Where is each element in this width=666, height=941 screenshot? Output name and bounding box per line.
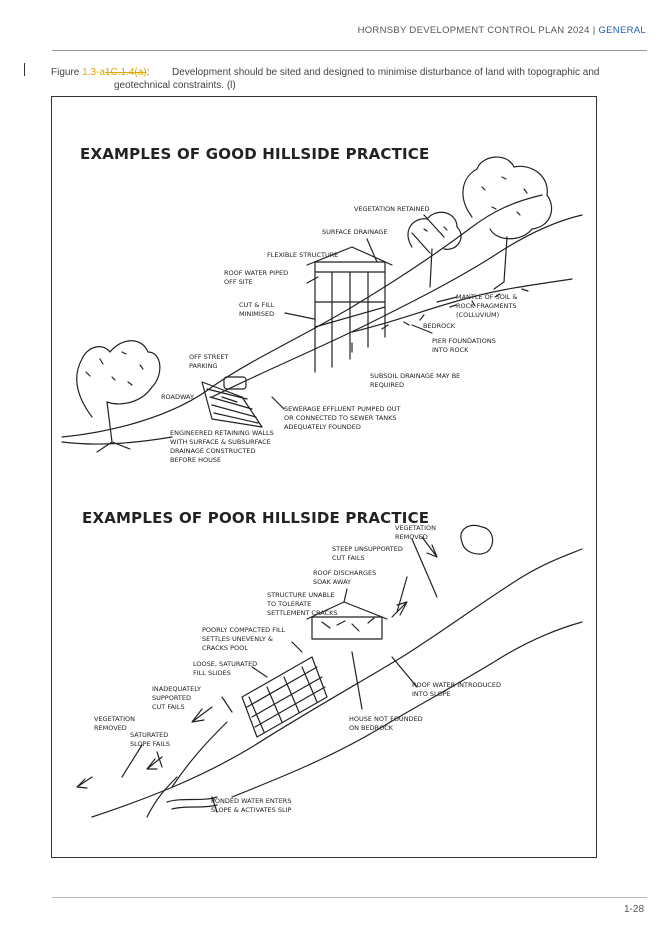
caption-prefix: Figure <box>51 67 83 78</box>
good-practice-drawing <box>61 156 583 453</box>
header-rule <box>52 50 647 51</box>
label-ponded-water: PONDED WATER ENTERS SLOPE & ACTIVATES SL… <box>211 797 292 814</box>
hillside-practice-figure: EXAMPLES OF GOOD HILLSIDE PRACTICE VEGET… <box>51 96 597 858</box>
hillside-sketch <box>61 156 583 818</box>
label-bedrock: BEDROCK <box>423 322 456 330</box>
label-loose-fill: LOOSE, SATURATED FILL SLIDES <box>193 660 258 677</box>
poor-practice-drawing <box>76 524 583 818</box>
page-header: HORNSBY DEVELOPMENT CONTROL PLAN 2024|GE… <box>358 25 646 36</box>
label-vegetation-removed-left: VEGETATION REMOVED <box>94 715 135 732</box>
header-section: GENERAL <box>598 25 646 36</box>
label-roadway: ROADWAY <box>161 393 194 401</box>
label-surface-drainage: SURFACE DRAINAGE <box>322 228 388 236</box>
caption-number-inserted: 1.3-a <box>82 67 105 78</box>
label-mantle: MANTLE OF SOIL & ROCK FRAGMENTS (COLLUVI… <box>456 293 518 319</box>
label-vegetation-retained: VEGETATION RETAINED <box>354 205 430 213</box>
label-cut-fill: CUT & FILL MINIMISED <box>239 301 275 318</box>
good-practice-title: EXAMPLES OF GOOD HILLSIDE PRACTICE <box>80 145 430 163</box>
header-title: HORNSBY DEVELOPMENT CONTROL PLAN 2024 <box>357 25 590 36</box>
label-steep-cut: STEEP UNSUPPORTED CUT FAILS <box>332 545 403 562</box>
header-separator: | <box>592 25 596 36</box>
label-roof-discharges: ROOF DISCHARGES SOAK AWAY <box>313 569 377 586</box>
footer-rule <box>52 897 647 898</box>
caption-number-suffix: : <box>146 67 150 78</box>
label-house-not-founded: HOUSE NOT FOUNDED ON BEDROCK <box>349 715 423 732</box>
label-inadequately-supported: INADEQUATELY SUPPORTED CUT FAILS <box>152 685 201 711</box>
label-roof-water-piped: ROOF WATER PIPED OFF SITE <box>224 269 289 286</box>
label-sewerage: SEWERAGE EFFLUENT PUMPED OUT OR CONNECTE… <box>284 405 401 431</box>
caption-number-deleted: 1C.1.4(a) <box>104 67 147 78</box>
label-roof-water-introduced: ROOF WATER INTRODUCED INTO SLOPE <box>412 681 502 698</box>
label-poorly-compacted: POORLY COMPACTED FILL SETTLES UNEVENLY &… <box>202 626 286 652</box>
label-retaining-walls: ENGINEERED RETAINING WALLS WITH SURFACE … <box>170 429 274 464</box>
revision-bar <box>24 63 25 76</box>
figure-caption: Figure 1.3-a1C.1.4(a): Development shoul… <box>51 66 611 91</box>
label-subsoil-drainage: SUBSOIL DRAINAGE MAY BE REQUIRED <box>370 372 461 389</box>
label-off-street-parking: OFF STREET PARKING <box>189 353 229 370</box>
label-flexible-structure: FLEXIBLE STRUCTURE <box>267 251 339 259</box>
label-vegetation-removed-top: VEGETATION REMOVED <box>395 524 436 541</box>
label-saturated-slope: SATURATED SLOPE FAILS <box>130 731 170 748</box>
label-pier-foundations: PIER FOUNDATIONS INTO ROCK <box>432 337 496 354</box>
page-number: 1-28 <box>623 904 644 915</box>
poor-practice-title: EXAMPLES OF POOR HILLSIDE PRACTICE <box>82 509 430 527</box>
caption-text-line1: Development should be sited and designed… <box>172 67 600 78</box>
caption-text-line2: geotechnical constraints. (l) <box>114 80 236 91</box>
label-structure-unable: STRUCTURE UNABLE TO TOLERATE SETTLEMENT … <box>267 591 338 617</box>
